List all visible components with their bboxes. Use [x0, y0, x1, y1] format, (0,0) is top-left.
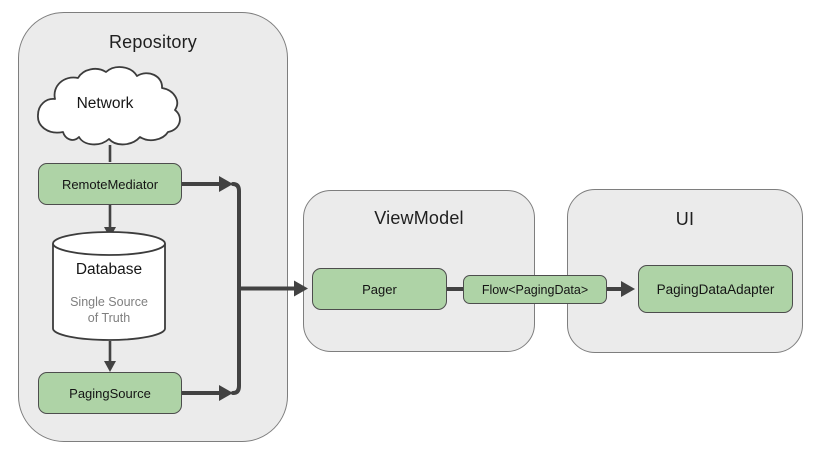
database-sublabel: Single Source of Truth [70, 295, 148, 326]
flow-pagingdata-node: Flow<PagingData> [463, 275, 607, 304]
repository-title: Repository [108, 32, 198, 52]
ui-title: UI [675, 209, 695, 229]
network-label: Network [76, 95, 134, 112]
pagingdataadapter-node: PagingDataAdapter [638, 265, 793, 313]
flow-pagingdata-node-label: Flow<PagingData> [481, 282, 589, 297]
viewmodel-title: ViewModel [374, 208, 464, 228]
pagingsource-node-label: PagingSource [69, 385, 151, 401]
remotemediator-node: RemoteMediator [38, 163, 182, 205]
pager-node-label: Pager [362, 281, 397, 297]
pager-node: Pager [312, 268, 447, 310]
database-label: Database [75, 261, 143, 278]
pagingdataadapter-node-label: PagingDataAdapter [656, 281, 775, 297]
remotemediator-node-label: RemoteMediator [61, 176, 159, 192]
pagingsource-node: PagingSource [38, 372, 182, 414]
